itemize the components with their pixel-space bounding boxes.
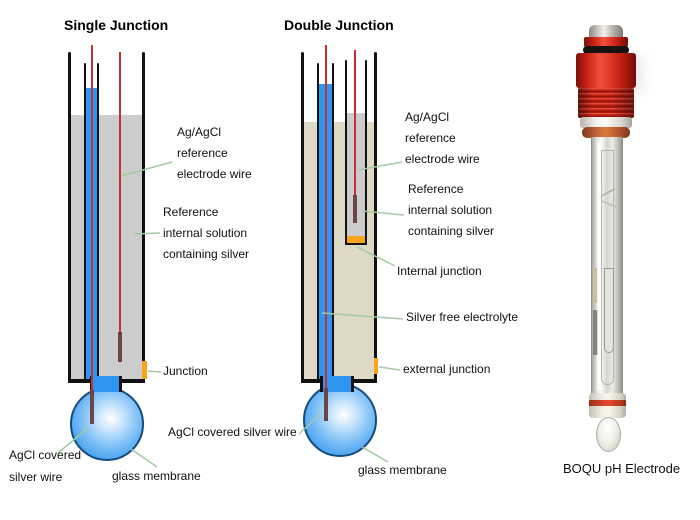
single-tube-bottom-right-ledge (121, 379, 145, 383)
single-glass-membrane-bulb (70, 387, 144, 461)
single-solution-label: Reference internal solution containing s… (163, 205, 250, 261)
electrode-orange-oring (582, 127, 630, 138)
electrode-inner-reference-rod (604, 268, 614, 353)
leader-line (378, 366, 401, 371)
single-glass-tube-left-wall (84, 63, 86, 379)
electrode-glass-bulb-tip (596, 417, 621, 452)
double-bulb-neck (320, 376, 354, 392)
double-wire-label: Ag/AgCl reference electrode wire (405, 110, 480, 166)
electrode-black-oring (583, 46, 629, 54)
double-tube-bottom-right-ledge (354, 379, 377, 383)
single-junction-label: Junction (163, 364, 208, 378)
electrode-thread-section (578, 88, 634, 118)
electrode-photo-caption: BOQU pH Electrode (563, 461, 681, 476)
double-measuring-wire-agcl-tip (324, 388, 328, 421)
leader-line (361, 446, 389, 463)
double-reference-tube-left-wall (345, 60, 347, 243)
single-reference-solution-fill (71, 115, 142, 379)
double-tube-bottom-left-ledge (301, 379, 320, 383)
single-outer-tube-left-wall (68, 52, 71, 382)
single-glass-membrane-label: glass membrane (112, 469, 201, 483)
electrode-glass-highlight (597, 142, 601, 390)
double-outer-tube-left-wall (301, 52, 304, 382)
double-internal-junction-label: Internal junction (397, 264, 482, 278)
double-reference-tube-bottom (345, 243, 367, 245)
single-tube-bottom-left-ledge (68, 379, 90, 383)
double-glass-membrane-bulb (303, 383, 377, 457)
double-reference-solution-fill (347, 113, 365, 236)
leader-line (147, 370, 162, 373)
single-measuring-wire-agcl-tip (90, 390, 94, 424)
double-reference-wire (354, 50, 356, 195)
single-glass-tube-right-wall (97, 63, 99, 379)
single-junction-title: Single Junction (64, 17, 169, 33)
electrode-red-collar (584, 37, 628, 47)
single-agcl-wire-label: AgCl covered silver wire (9, 448, 82, 484)
double-external-junction-label: external junction (403, 362, 491, 376)
single-reference-wire-tip (118, 332, 122, 362)
double-measuring-wire (325, 45, 327, 388)
double-internal-junction-port (347, 236, 365, 243)
double-solution-label: Reference internal solution containing s… (408, 182, 495, 238)
single-reference-wire (119, 52, 121, 332)
single-outer-tube-right-wall (142, 52, 145, 382)
double-reference-tube-right-wall (365, 60, 367, 243)
double-reference-tube-air-gap (347, 60, 365, 113)
double-external-junction-port (374, 358, 378, 374)
single-wire-label: Ag/AgCl reference electrode wire (177, 125, 252, 181)
electrode-red-stripe (589, 400, 626, 406)
double-glass-tube-right-wall (332, 63, 334, 379)
double-junction-title: Double Junction (284, 17, 394, 33)
electrode-inner-element-dark (593, 310, 598, 355)
leader-line (130, 448, 158, 468)
double-glass-membrane-label: glass membrane (358, 463, 447, 477)
single-junction-port (142, 361, 147, 379)
electrode-red-cap-body (576, 53, 636, 88)
double-silver-free-label: Silver free electrolyte (406, 310, 519, 324)
double-agcl-wire-label: AgCl covered silver wire (168, 425, 297, 439)
single-bulb-neck (90, 376, 122, 392)
double-glass-tube-left-wall (317, 63, 319, 379)
double-outer-tube-right-wall (374, 52, 377, 382)
single-measuring-wire (91, 45, 93, 390)
electrode-inner-element (593, 268, 598, 303)
electrode-metal-connector (589, 25, 623, 39)
double-reference-wire-tip (353, 195, 357, 223)
electrode-white-washer (580, 117, 632, 128)
